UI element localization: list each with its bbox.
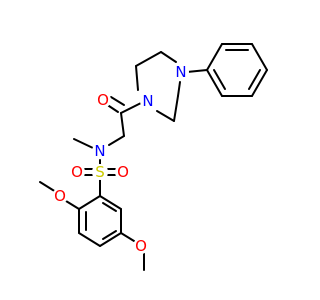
- bond-double-inner: [248, 69, 261, 90]
- atom-o-sulfonyl-right: O: [115, 163, 131, 181]
- bond: [135, 65, 139, 91]
- atom-label-o: O: [71, 163, 83, 181]
- bond-double-inner: [213, 69, 226, 90]
- atom-label-o: O: [135, 237, 147, 255]
- bond: [78, 232, 101, 247]
- bond: [120, 112, 125, 137]
- bond-double-inner: [102, 202, 117, 212]
- atom-label-s: S: [95, 163, 105, 181]
- bond: [177, 81, 181, 97]
- atom-o-sulfonyl-left: O: [69, 163, 85, 181]
- bond: [39, 181, 57, 193]
- atom-label-n: N: [142, 92, 153, 110]
- bond: [120, 232, 135, 242]
- bond: [206, 43, 223, 71]
- atom-o-methoxy-5: O: [133, 237, 149, 255]
- atom-n-piperazine-amide: N: [140, 92, 156, 110]
- molecule-structure: O N N N S O O O O: [39, 43, 268, 271]
- bond: [120, 102, 142, 114]
- atom-label-n: N: [175, 63, 186, 81]
- atom-o-methoxy-2: O: [52, 187, 68, 205]
- atom-label-n: N: [94, 142, 105, 160]
- atom-label-o: O: [97, 91, 109, 109]
- atom-s-sulfonyl: S: [92, 163, 108, 181]
- bond: [65, 200, 80, 210]
- bond: [206, 69, 223, 97]
- bond: [160, 51, 177, 63]
- atom-n-sulfonamide: N: [92, 142, 108, 160]
- bond: [156, 110, 175, 122]
- bond: [186, 69, 208, 73]
- bond-double-inner: [102, 230, 117, 240]
- piperazine-ring: [135, 51, 181, 122]
- atom-label-o: O: [117, 163, 129, 181]
- bond: [251, 69, 268, 97]
- atom-label-o: O: [54, 187, 66, 205]
- bond: [173, 95, 179, 122]
- bond: [99, 232, 122, 247]
- atom-n-piperazine-phenyl: N: [173, 63, 189, 81]
- bond: [251, 43, 268, 71]
- bond: [108, 135, 125, 146]
- atom-o-ketone: O: [95, 91, 111, 109]
- phenyl-ring: [206, 43, 268, 97]
- dimethoxy-benzene-ring: [78, 195, 122, 247]
- structure-canvas: O N N N S O O O O: [39, 43, 268, 271]
- bond: [78, 195, 101, 210]
- bond: [135, 51, 162, 67]
- bond: [73, 138, 94, 149]
- bond: [99, 195, 122, 210]
- bond-double: [110, 96, 125, 106]
